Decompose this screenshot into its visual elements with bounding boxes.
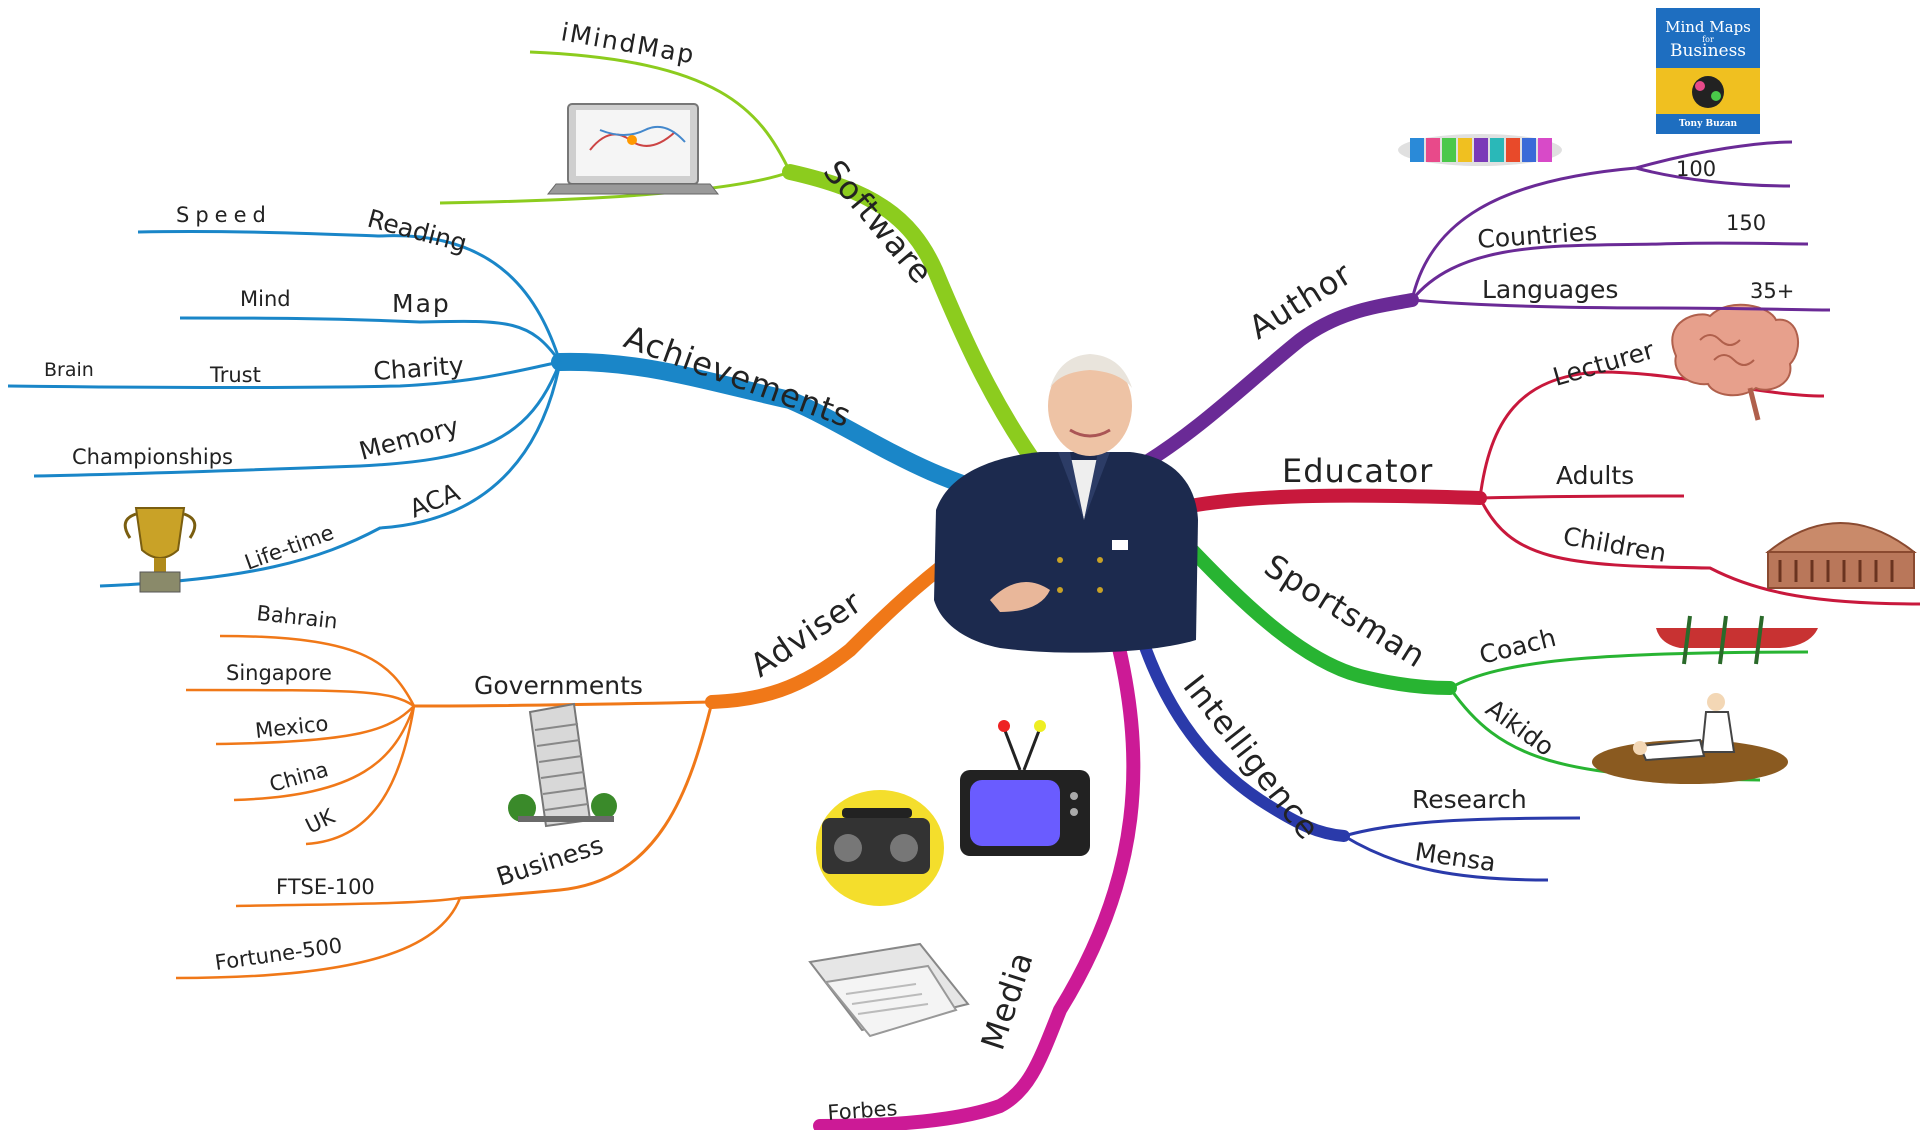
achievements-main-branch (551, 352, 1029, 509)
china-label: China (267, 757, 331, 797)
uk-branch (305, 705, 416, 846)
mensa-branch (1343, 834, 1549, 882)
media-label: Media (973, 947, 1040, 1055)
adviser-label: Adviser (743, 583, 869, 685)
book-covers-icon (1398, 134, 1562, 166)
central-portrait (934, 354, 1198, 653)
branch-sportsman: Sportsman Coach Aikido (1183, 541, 1818, 784)
sportsman-main-branch (1183, 541, 1457, 695)
television-icon (960, 720, 1090, 856)
research-label: Research (1412, 785, 1527, 814)
branch-author: Author Countries Languages 100 150 35+ M… (1133, 8, 1831, 473)
intelligence-label: Intelligence (1176, 668, 1328, 848)
aca-branch (99, 361, 562, 588)
book-cover: Mind Maps for Business Tony Buzan (1656, 8, 1760, 134)
ftse-branch (235, 896, 461, 908)
adults-label: Adults (1556, 461, 1634, 490)
rowing-boat-icon (1656, 615, 1818, 665)
intelligence-main-branch (1130, 614, 1350, 842)
uk-label: UK (302, 804, 340, 839)
laptop-icon (546, 103, 720, 195)
book-author: Tony Buzan (1679, 119, 1738, 129)
n35-label: 35+ (1750, 279, 1794, 303)
brain-label: Brain (44, 359, 94, 381)
n100-label: 100 (1676, 157, 1716, 181)
branch-adviser: Adviser Governments Bahrain Singapore Me… (175, 513, 1017, 980)
software-label: Software (816, 153, 941, 292)
book-title-3: Business (1670, 41, 1746, 61)
media-main-branch (813, 613, 1141, 1130)
ftse-label: FTSE-100 (276, 875, 375, 899)
reading-label: Reading (364, 204, 470, 258)
lifetime-label: Life-time (242, 520, 337, 574)
lecturer-branch (1478, 370, 1825, 499)
author-main-branch (1133, 293, 1419, 473)
reading-branch (137, 229, 562, 363)
aikido-label: Aikido (1480, 693, 1559, 762)
lecturer-label: Lecturer (1550, 335, 1658, 392)
book-title-1: Mind Maps (1665, 18, 1751, 36)
concert-hall-icon (1765, 522, 1917, 589)
mensa-label: Mensa (1413, 837, 1497, 877)
bahrain-branch (219, 634, 416, 707)
charity-label: Charity (372, 351, 464, 386)
charity-branch (7, 360, 561, 389)
book-title-2: for (1702, 35, 1714, 44)
software-main-branch (782, 164, 1048, 478)
singapore-branch (185, 688, 415, 708)
china-branch (233, 705, 416, 802)
fortune-branch (175, 897, 462, 980)
trophy-icon (123, 507, 197, 593)
software-twig-1 (529, 50, 792, 173)
languages-label: Languages (1482, 275, 1618, 304)
research-branch (1343, 816, 1581, 838)
speed-label: Speed (176, 203, 272, 227)
languages-branch (1410, 241, 1809, 301)
business-branch (459, 701, 714, 900)
forbes-label: Forbes (827, 1096, 899, 1125)
countries-branch (1410, 140, 1793, 301)
memory-branch (33, 361, 562, 478)
trust-label: Trust (209, 363, 261, 387)
adults-branch (1479, 494, 1685, 500)
countries-label: Countries (1476, 217, 1598, 254)
branch-achievements: Achievements Reading Speed Map Mind Char… (7, 203, 1029, 593)
map-branch (179, 316, 562, 363)
mind-label: Mind (240, 287, 291, 311)
branch-educator: Educator Lecturer Adults Children (1183, 303, 1920, 606)
governments-label: Governments (474, 671, 643, 700)
bahrain-label: Bahrain (255, 601, 338, 633)
skyscraper-icon (508, 702, 617, 828)
aikido-mat-icon (1592, 693, 1788, 784)
n150-label: 150 (1726, 211, 1766, 235)
map-label: Map (392, 289, 451, 318)
singapore-label: Singapore (226, 661, 332, 685)
mexico-branch (215, 705, 415, 746)
n35-branch (1411, 298, 1831, 312)
radio-icon (816, 790, 944, 906)
n100-branch (1635, 166, 1791, 188)
coach-branch (1449, 650, 1809, 690)
branch-media: Media Forbes (808, 613, 1141, 1130)
newspapers-icon (808, 942, 970, 1038)
sportsman-label: Sportsman (1258, 547, 1433, 676)
brain-icon (1671, 303, 1799, 421)
business-label: Business (493, 830, 607, 892)
branch-software: Software iMindMap (439, 17, 1048, 478)
championships-label: Championships (72, 445, 233, 469)
educator-main-branch (1183, 488, 1487, 513)
children-branch (1478, 497, 1920, 606)
educator-label: Educator (1282, 452, 1433, 490)
